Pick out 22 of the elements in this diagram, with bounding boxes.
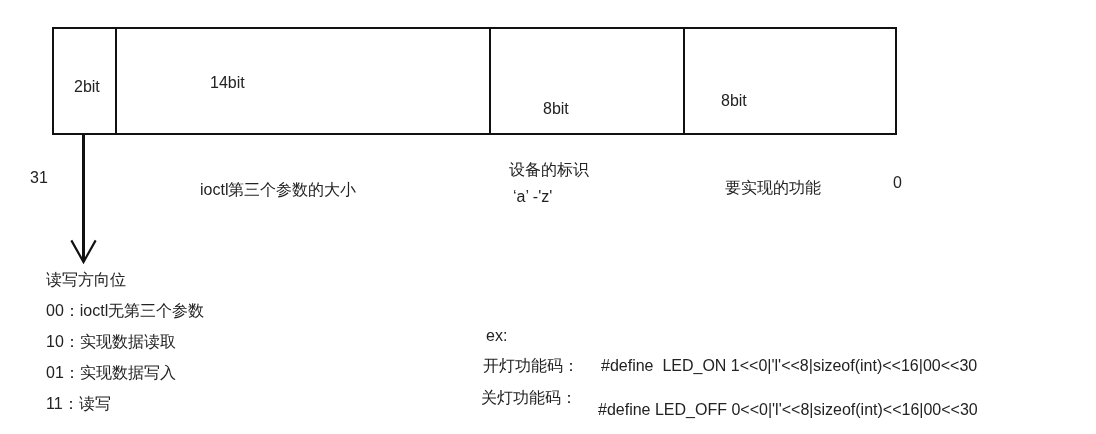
example-heading: ex: bbox=[486, 326, 508, 346]
code-line: #define LED_OFF 0<<0|'l'<<8|sizeof(int)<<16|00<<30 bbox=[598, 400, 978, 420]
bit-index-label: 0 bbox=[893, 173, 902, 193]
bit-width-label: 14bit bbox=[210, 73, 245, 93]
code-caption: 关灯功能码： bbox=[481, 388, 577, 408]
heading-text: 读写方向位 bbox=[46, 270, 126, 290]
field-description: 要实现的功能 bbox=[725, 178, 821, 198]
bit-field-cell bbox=[52, 27, 117, 135]
bit-width-label: 8bit bbox=[721, 91, 747, 111]
list-item-text: 01：实现数据写入 bbox=[46, 363, 176, 383]
list-item-text: 10：实现数据读取 bbox=[46, 332, 176, 352]
field-description: ‘a’ -'z' bbox=[513, 187, 553, 207]
code-caption: 开灯功能码： bbox=[483, 356, 579, 376]
list-item-text: 00：ioctl无第三个参数 bbox=[46, 301, 205, 321]
bit-width-label: 8bit bbox=[543, 99, 569, 119]
list-item-text: 11：读写 bbox=[46, 394, 111, 414]
bit-width-label: 2bit bbox=[74, 77, 100, 97]
arrow bbox=[70, 135, 97, 264]
field-description: 设备的标识 bbox=[509, 160, 589, 180]
code-line: #define LED_ON 1<<0|'l'<<8|sizeof(int)<<16|00<<30 bbox=[601, 356, 978, 376]
field-description: ioctl第三个参数的大小 bbox=[200, 180, 357, 200]
bit-index-label: 31 bbox=[30, 168, 48, 188]
